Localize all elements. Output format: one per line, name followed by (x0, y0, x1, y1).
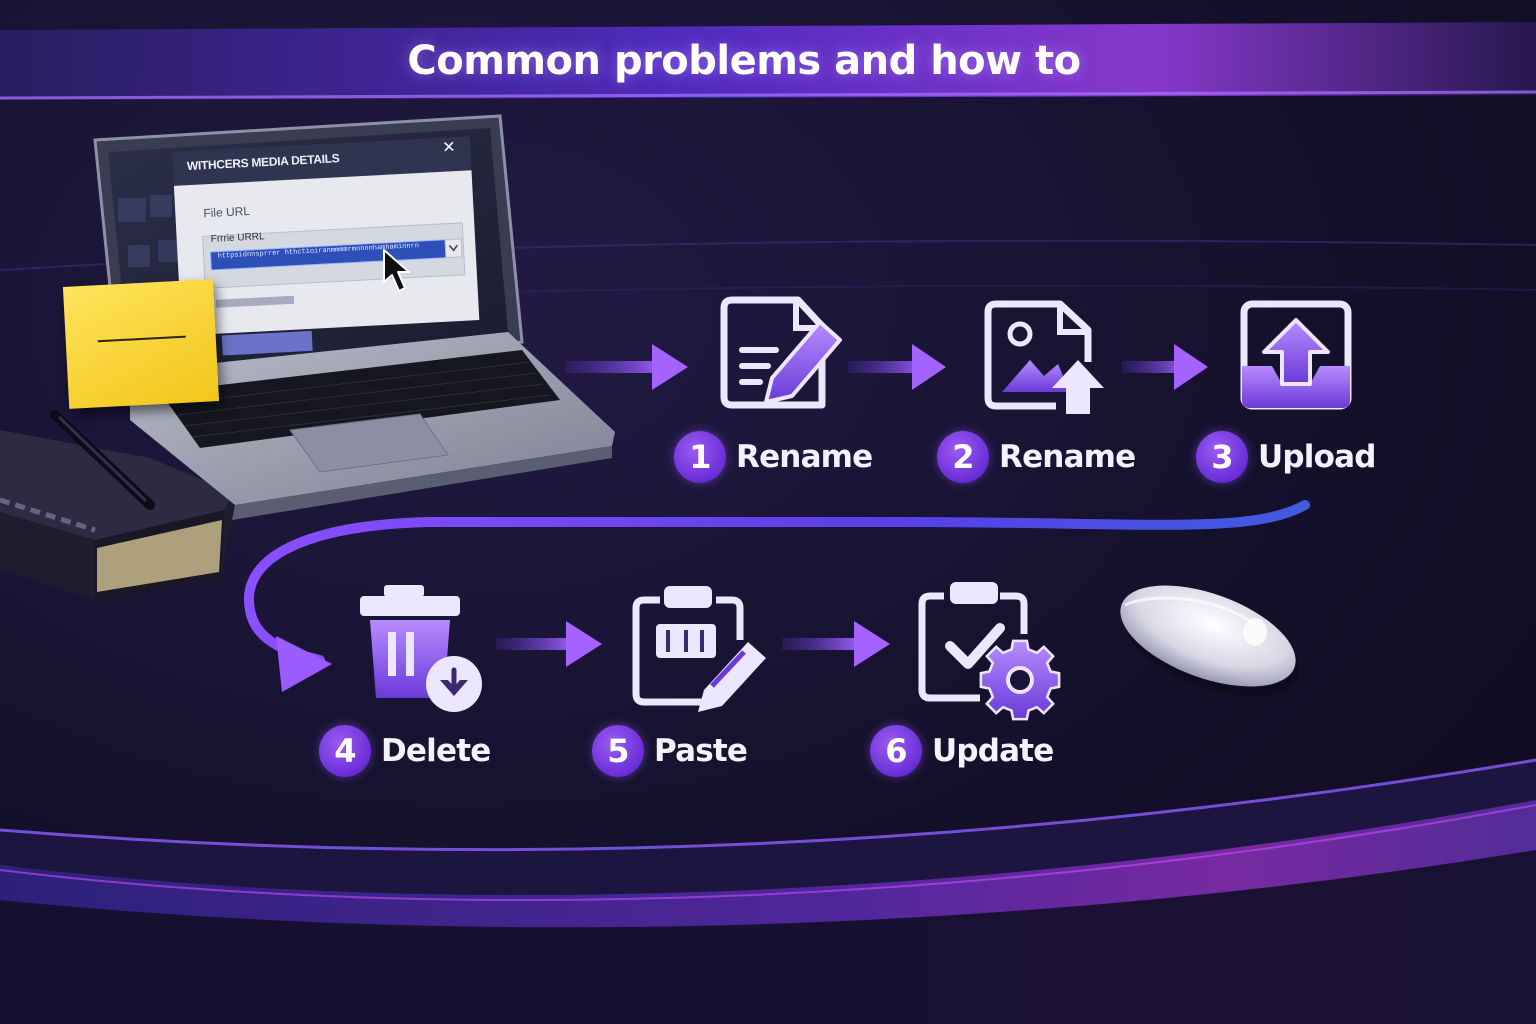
computer-mouse (1120, 585, 1300, 697)
arrow-step1-to-step2 (848, 344, 946, 390)
step-5-text: Paste (654, 733, 748, 769)
dialog-title: WITHCERS MEDIA DETAILS (186, 151, 340, 174)
step-1-text: Rename (736, 439, 873, 475)
clipboard-check-gear-icon (918, 582, 1061, 721)
trash-icon (360, 585, 482, 712)
top-band (0, 22, 1536, 100)
notebook (0, 410, 235, 600)
step-4-label: 4 Delete (319, 725, 491, 777)
step-1-label: 1 Rename (674, 431, 873, 483)
file-url-input-label: Frrrie URRL (210, 231, 265, 245)
step-2-text: Rename (999, 439, 1136, 475)
step-3-text: Upload (1258, 439, 1376, 475)
dialog-text-layer: WITHCERS MEDIA DETAILS ✕ File URL Frrrie… (170, 134, 478, 314)
arrow-step2-to-step3 (1122, 344, 1208, 390)
page-title: Common problems and how to (407, 38, 1081, 84)
sticky-note-line (97, 335, 186, 343)
bottom-wave (0, 758, 1536, 1024)
step-4-text: Delete (381, 733, 491, 769)
curved-connector-arrow (243, 500, 1310, 692)
arrow-laptop-to-step1 (565, 344, 688, 390)
close-icon[interactable]: ✕ (441, 137, 457, 157)
step-1-number-badge: 1 (674, 431, 726, 483)
arrow-step5-to-step6 (782, 621, 890, 667)
step-3-label: 3 Upload (1196, 431, 1376, 483)
step-3-number-badge: 3 (1196, 431, 1248, 483)
image-upload-icon (984, 300, 1104, 414)
inbox-upload-icon (1240, 300, 1352, 410)
file-edit-icon (720, 296, 842, 409)
clipboard-edit-icon (632, 586, 766, 712)
sticky-note (62, 279, 220, 409)
step-6-text: Update (932, 733, 1054, 769)
step-5-label: 5 Paste (592, 725, 748, 777)
step-2-label: 2 Rename (937, 431, 1136, 483)
arrow-step4-to-step5 (496, 621, 602, 667)
step-6-number-badge: 6 (870, 725, 922, 777)
file-url-input[interactable]: httpsidnnsprrer hthctioiranmmmmrmnnnnham… (217, 242, 420, 261)
cursor-icon (383, 249, 410, 292)
step-2-number-badge: 2 (937, 431, 989, 483)
step-5-number-badge: 5 (592, 725, 644, 777)
step-4-number-badge: 4 (319, 725, 371, 777)
step-6-label: 6 Update (870, 725, 1054, 777)
file-url-label: File URL (202, 203, 251, 221)
